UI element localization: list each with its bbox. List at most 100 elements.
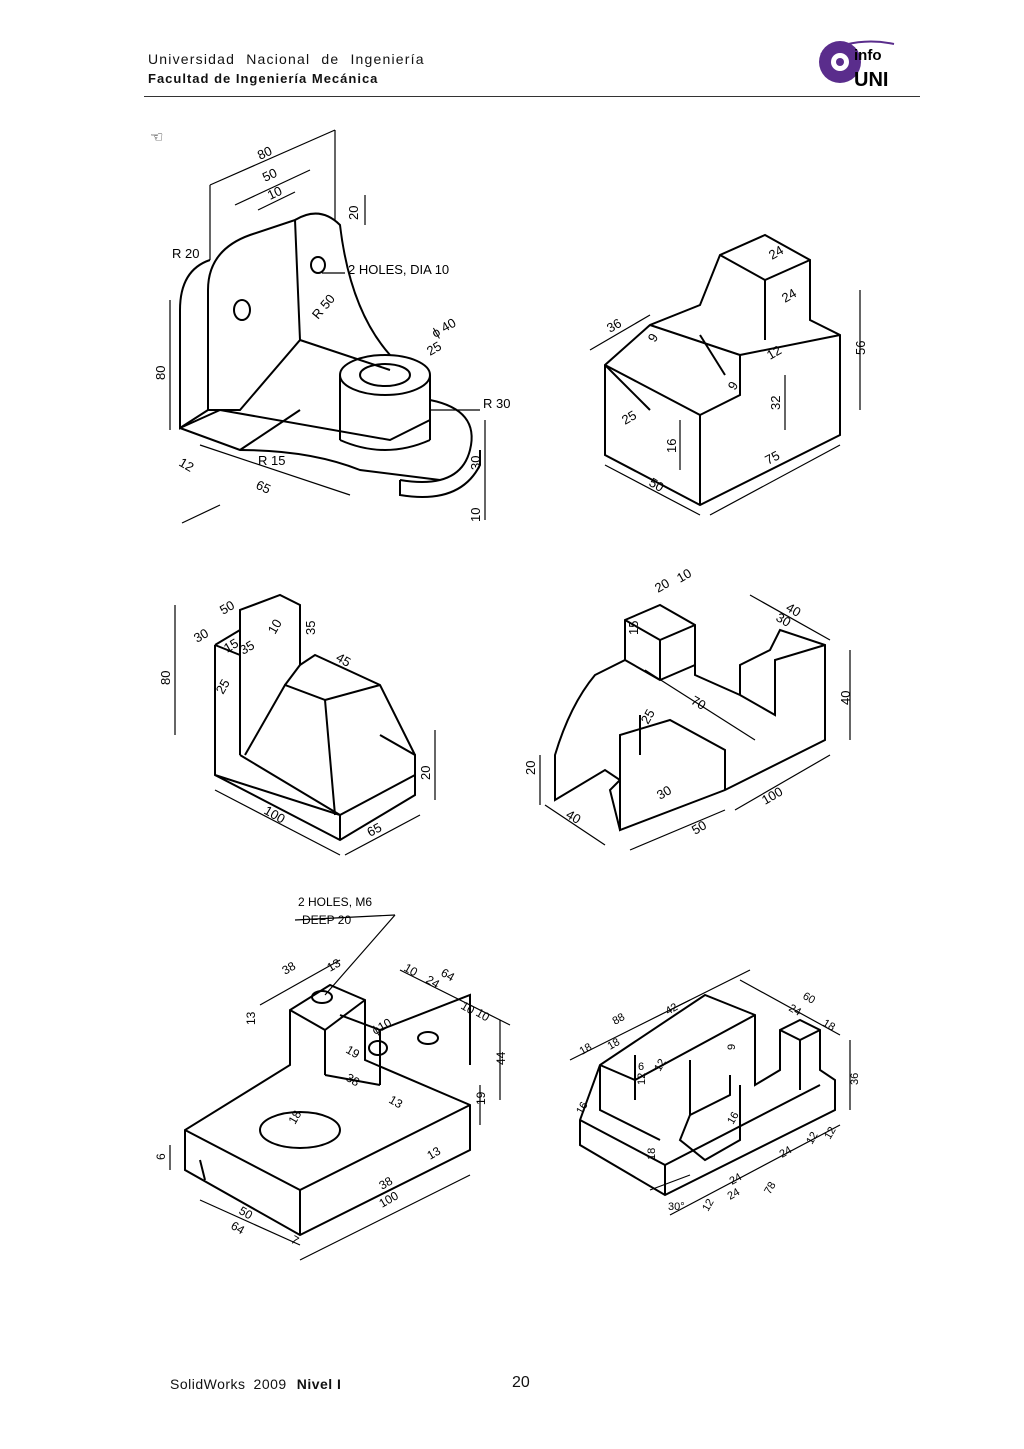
dim-text: 18 [606,1036,623,1053]
dim-text: 100 [262,803,288,827]
dim-text: 12 [764,342,784,362]
dim-text: 78 [762,1180,779,1197]
dim-text: 75 [762,448,782,468]
dim-text: 36 [849,1073,861,1085]
dim-text: 45 [334,650,354,670]
dim-text: 25 [213,676,233,696]
dim-text: 13 [244,1011,258,1025]
dim-text: 65 [364,820,384,840]
info-uni-logo: info UNI [816,36,916,94]
dim-text: 20 [523,761,538,775]
dim-text: 35 [303,621,318,635]
callout-text: DEEP 20 [302,913,351,927]
logo-top-text: info [854,47,882,64]
dim-text: 10 [674,565,694,585]
dim-text: 10 [468,508,483,522]
dim-text: 50 [689,817,709,837]
dim-text: R 50 [309,291,338,322]
footer-software: SolidWorks [170,1376,246,1392]
dim-text: 30 [654,782,674,802]
dim-text: 2 HOLES, DIA 10 [348,262,449,277]
dim-text: 70 [689,693,709,713]
dim-text: 40 [784,600,804,620]
isometric-figure-3: 50 30 10 35 15 35 80 25 45 20 100 65 [155,575,455,865]
dim-text: 56 [853,341,868,355]
dim-text: 10 [265,616,285,636]
dim-text: 20 [418,766,433,780]
dim-text: 10 [459,998,478,1017]
dim-text: 13 [387,1092,406,1111]
dim-text: 60 [801,990,818,1007]
dim-text: 10 [265,183,284,203]
dim-text: 40 [838,691,853,705]
page-number: 20 [512,1374,530,1391]
dim-text: 30 [191,625,211,645]
dim-text: 30° [668,1201,685,1213]
dim-text: 24 [728,1171,745,1188]
dim-text: 18 [578,1041,595,1058]
dim-text: 30 [468,456,483,470]
dim-text: 10 [474,1005,493,1024]
dim-text: 9 [726,1044,738,1050]
faculty-name: Facultad de Ingeniería Mecánica [148,71,379,86]
dim-text: 38 [344,1070,363,1089]
dim-text: 16 [574,1100,591,1117]
dim-text: 12 [636,1073,648,1085]
dim-text: 64 [439,965,458,984]
dim-text: 15 [626,621,641,635]
dim-text: 24 [779,285,799,305]
dim-text: 32 [768,396,783,410]
dim-text: ϕ10 [370,1015,395,1037]
dim-text: 12 [177,455,197,475]
dim-text: 16 [725,1110,742,1127]
logo-bottom-text: UNI [854,69,888,91]
dim-text: 13 [325,956,344,975]
dim-text: 40 [564,807,584,827]
dim-text: 24 [778,1144,795,1161]
dim-text: 19 [474,1091,488,1105]
dim-text: 24 [766,242,786,262]
isometric-figure-2: 24 24 36 9 12 9 56 32 25 16 50 75 [560,215,880,525]
dim-text: 13 [425,1144,444,1163]
dim-text: 6 [154,1153,168,1160]
dim-text: R 20 [172,246,199,261]
dim-text: ϕ 40 [429,315,458,341]
dim-text: 12 [652,1057,669,1074]
isometric-figure-1: 80 50 10 20 R 20 2 HOLES, DIA 10 R 50 ϕ … [140,110,520,540]
dim-text: R 15 [258,453,285,468]
isometric-figure-5: 2 HOLES, M6 DEEP 20 38 13 10 64 24 13 10… [150,890,530,1280]
footer-left: SolidWorks 2009 Nivel I [170,1376,341,1392]
dim-text: 64 [229,1218,248,1237]
dim-text: 20 [346,206,361,220]
dim-text: 50 [237,1203,256,1222]
dim-text: 16 [664,439,679,453]
dim-text: 10 [402,960,421,979]
dim-text: 24 [787,1002,804,1019]
footer-level: Nivel I [296,1376,342,1392]
dim-text: 6 [638,1061,644,1073]
dim-text: 50 [647,475,667,495]
header-divider [144,96,920,97]
hand-cursor-icon: ☜ [150,129,164,146]
dim-text: 24 [726,1186,743,1203]
university-name: Universidad Nacional de Ingeniería [148,51,425,67]
dim-text: 15 [221,635,241,655]
dim-text: 12 [822,1125,839,1142]
dim-text: 9 [645,331,662,345]
dim-text: 18 [821,1017,838,1034]
dim-text: 25 [619,407,639,427]
dim-text: 7 [289,1232,302,1248]
dim-text: 25 [638,706,658,726]
dim-text: 50 [260,165,279,185]
dim-text: 80 [255,143,274,163]
footer-version: 2009 [253,1376,287,1392]
dim-text: 80 [158,671,173,685]
dim-text: 18 [285,1108,304,1127]
dim-text: 44 [494,1051,508,1065]
dim-text: 42 [664,1001,681,1018]
dim-text: 65 [254,477,273,497]
dim-text: 19 [344,1042,363,1061]
dim-text: 100 [377,1188,402,1210]
dim-text: 20 [652,575,672,595]
dim-text: 18 [646,1148,658,1160]
